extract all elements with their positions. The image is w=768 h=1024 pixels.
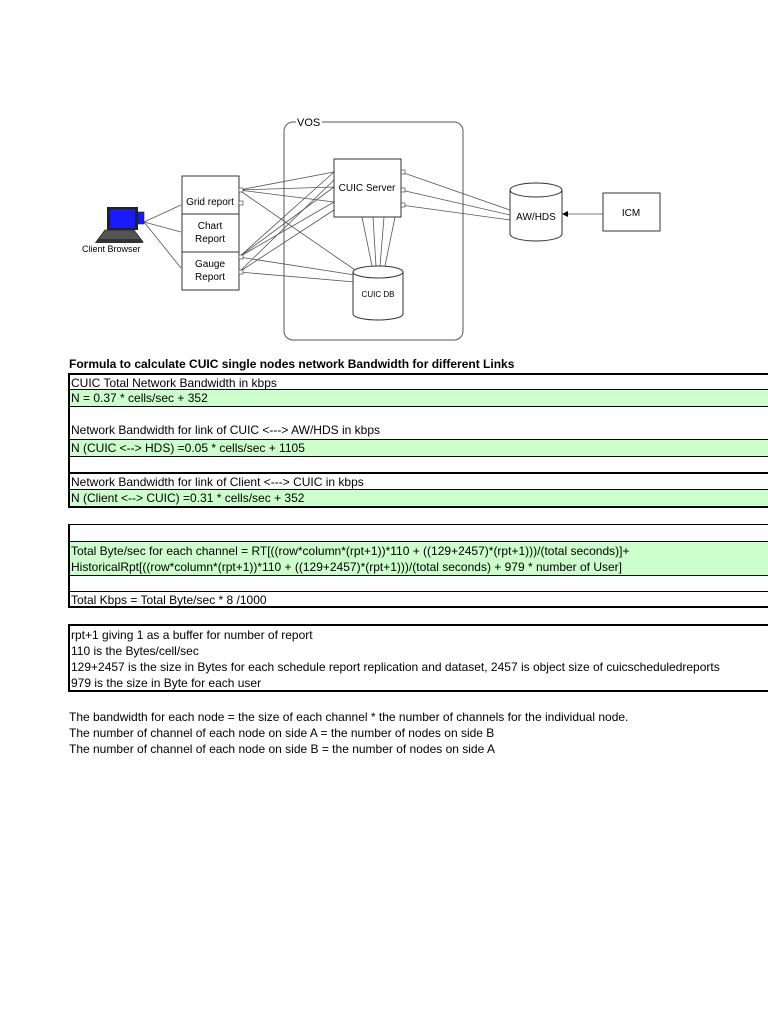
icm-label: ICM [622, 208, 640, 219]
client-browser-label: Client Browser [82, 244, 141, 254]
blank-row [68, 575, 768, 591]
note-line: The bandwidth for each node = the size o… [69, 710, 629, 724]
architecture-diagram: VOS Client Browser Grid r [82, 116, 661, 341]
arrow-icon [562, 211, 568, 217]
cuic-hds-title: Network Bandwidth for link of CUIC <--->… [68, 422, 768, 439]
blank-row [68, 406, 768, 422]
byte-per-sec-formula: Total Byte/sec for each channel = RT[((r… [68, 541, 768, 575]
cuic-server-label: CUIC Server [339, 183, 396, 194]
report-stack [181, 175, 240, 291]
icm-box [602, 192, 661, 232]
gauge-report-label: Gauge [195, 259, 225, 270]
blank-row [68, 456, 768, 472]
gauge-report-label-2: Report [195, 272, 225, 283]
total-kbps-formula: Total Kbps = Total Byte/sec * 8 /1000 [68, 591, 768, 608]
grid-report-label: Grid report [186, 197, 234, 208]
note-line: The number of channel of each node on si… [69, 742, 495, 756]
note-line: The number of channel of each node on si… [69, 726, 495, 740]
laptop-icon [95, 207, 145, 243]
formula-heading: Formula to calculate CUIC single nodes n… [69, 357, 515, 371]
chart-report-label-2: Report [195, 234, 225, 245]
cuic-hds-formula: N (CUIC <--> HDS) =0.05 * cells/sec + 11… [68, 439, 768, 456]
total-bandwidth-formula: N = 0.37 * cells/sec + 352 [68, 389, 768, 406]
byte-formula-line-1: Total Byte/sec for each channel = RT[((r… [71, 544, 630, 558]
cuic-db-icon [352, 265, 404, 321]
aw-hds-icon [509, 182, 563, 242]
chart-report-label: Chart [198, 221, 223, 232]
client-cuic-formula: N (Client <--> CUIC) =0.31 * cells/sec +… [68, 489, 768, 508]
port-icons [238, 169, 406, 275]
legend-line: rpt+1 giving 1 as a buffer for number of… [71, 628, 313, 642]
total-bandwidth-title: CUIC Total Network Bandwidth in kbps [68, 373, 768, 389]
vos-label: VOS [297, 117, 320, 129]
connection-lines [143, 171, 603, 283]
legend-line: 979 is the size in Byte for each user [71, 676, 262, 690]
legend-line: 110 is the Bytes/cell/sec [71, 644, 199, 658]
cuic-db-label: CUIC DB [362, 290, 395, 299]
cuic-server-box [333, 158, 402, 218]
legend-block: rpt+1 giving 1 as a buffer for number of… [68, 624, 768, 692]
notes-block: The bandwidth for each node = the size o… [69, 709, 628, 757]
blank-row [68, 524, 768, 541]
legend-line: 129+2457 is the size in Bytes for each s… [71, 660, 720, 674]
aw-hds-label: AW/HDS [516, 212, 556, 223]
byte-formula-line-2: HistoricalRpt[((row*column*(rpt+1))*110 … [71, 560, 623, 574]
client-cuic-title: Network Bandwidth for link of Client <--… [68, 472, 768, 489]
